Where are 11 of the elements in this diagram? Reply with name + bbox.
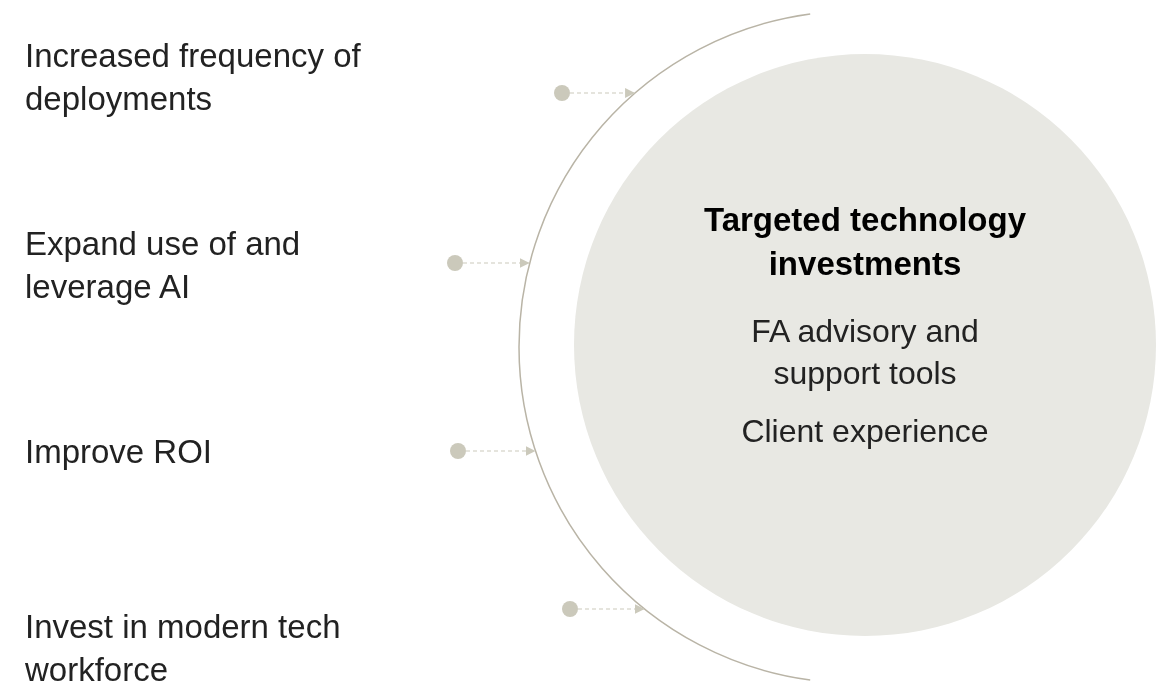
goal-text: Improve ROI [25, 430, 213, 473]
circle-item: FA advisory and support tools [750, 312, 980, 393]
circle-item: Client experience [740, 412, 990, 451]
dashed-arrow [447, 255, 530, 271]
goal-text: Expand use of and leverage AI [25, 222, 425, 308]
dashed-arrow [554, 85, 636, 101]
goal-text: Increased frequency of deployments [25, 34, 465, 120]
goal-text: Invest in modern tech workforce [25, 605, 465, 691]
dashed-arrow [562, 601, 645, 617]
dashed-arrow [450, 443, 536, 459]
circle-heading: Targeted technology investments [702, 200, 1028, 284]
